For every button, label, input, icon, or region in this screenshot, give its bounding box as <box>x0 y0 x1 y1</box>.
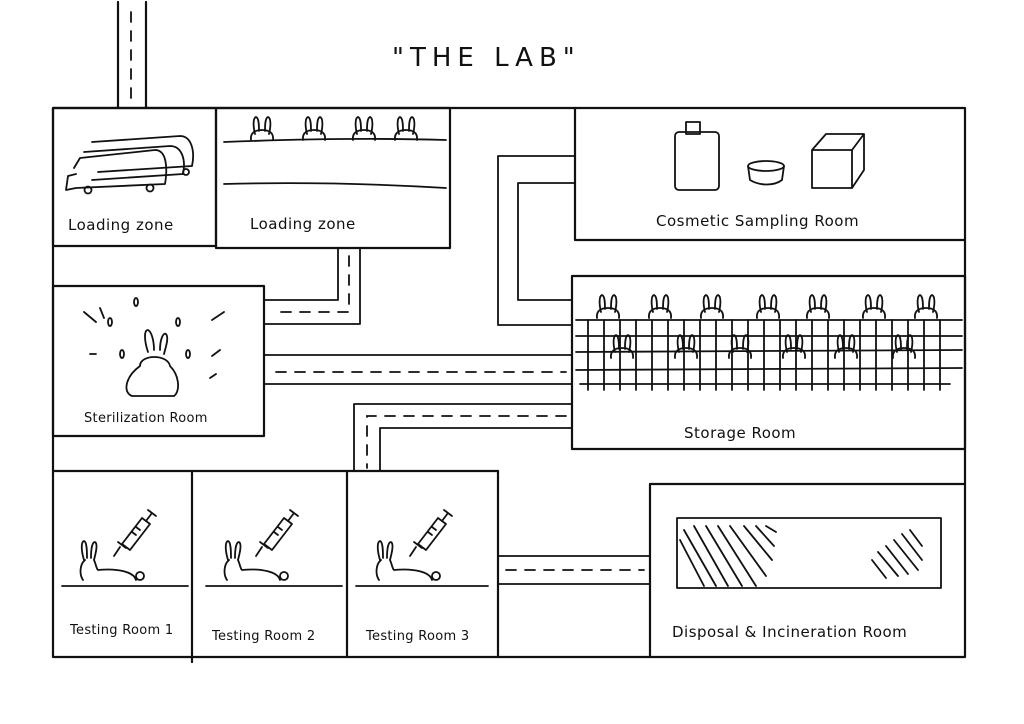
room-sterilization: Sterilization Room <box>51 284 266 438</box>
room-label: Testing Room 1 <box>69 623 173 638</box>
room-label: Loading zone <box>250 215 356 233</box>
room-label: Testing Room 3 <box>365 629 469 644</box>
rabbit-icon <box>301 116 327 141</box>
room-label: Disposal & Incineration Room <box>672 623 907 641</box>
room-storage: Storage Room <box>570 274 967 451</box>
room-label: Sterilization Room <box>84 411 208 426</box>
container-icon <box>674 121 720 191</box>
room-label: Testing Room 2 <box>211 629 315 644</box>
rabbit-icon <box>375 540 441 581</box>
room-loading-zone-1: Loading zone <box>51 106 218 248</box>
box-icon <box>811 133 865 189</box>
rabbit-icon <box>351 116 377 141</box>
entry-road <box>116 0 148 110</box>
corridor-loading-sterilization <box>263 247 361 325</box>
corridor-storage-testing <box>353 403 573 472</box>
rabbit-icon <box>125 329 179 397</box>
room-loading-zone-2: Loading zone <box>214 106 452 250</box>
truck-icon <box>65 135 194 195</box>
rabbit-icon <box>393 116 419 141</box>
room-disposal: Disposal & Incineration Room <box>648 482 967 659</box>
syringe-icon <box>113 509 157 557</box>
rabbit-icon <box>249 116 275 141</box>
room-label: Storage Room <box>684 424 796 442</box>
rabbit-icon <box>223 540 289 581</box>
room-label: Loading zone <box>68 216 174 234</box>
corridor-sterilization-storage <box>263 354 573 385</box>
corridor-testing-disposal <box>497 555 651 585</box>
rabbit-row-bottom <box>609 334 917 359</box>
bowl-icon <box>747 160 785 186</box>
room-testing-3: Testing Room 3 <box>355 469 500 659</box>
room-cosmetic-sampling: Cosmetic Sampling Room <box>573 106 967 242</box>
cage-icon <box>575 319 963 391</box>
room-testing-1: Testing Room 1 <box>61 469 194 664</box>
room-label: Cosmetic Sampling Room <box>656 212 859 230</box>
flame-hatching <box>679 525 923 587</box>
incinerator <box>676 517 942 589</box>
spray-droplets <box>83 297 225 379</box>
corridor-cosmetic-storage <box>497 155 576 326</box>
rabbit-row-top <box>595 294 939 319</box>
room-testing-2: Testing Room 2 <box>205 469 349 659</box>
syringe-icon <box>255 509 299 557</box>
rabbit-icon <box>79 540 145 581</box>
syringe-icon <box>409 509 453 557</box>
page-title: "THE LAB" <box>392 43 581 73</box>
